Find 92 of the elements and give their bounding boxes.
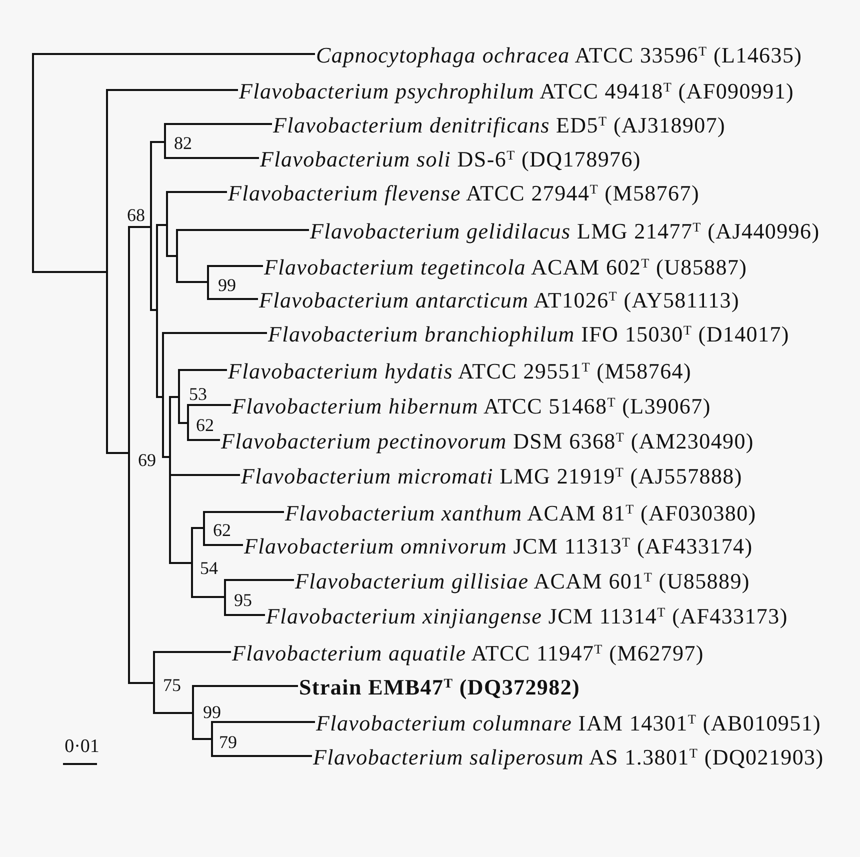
branch-line [108, 89, 238, 91]
taxon-label: Flavobacterium gillisiae ACAM 601$^{T}$ (U85889) [295, 570, 750, 592]
bootstrap-value: 99 [218, 277, 236, 293]
taxon-label: Flavobacterium pectinovorum DSM 6368$^{T}$ (AM230490) [221, 430, 754, 452]
branch-line [166, 123, 272, 125]
taxon-label: Flavobacterium xanthum ACAM 81$^{T}$ (AF030380) [285, 502, 756, 524]
bootstrap-value: 79 [219, 734, 237, 750]
branch-line [180, 369, 227, 371]
branch-line [180, 422, 187, 424]
vertical-branch-line [166, 191, 168, 257]
branch-line [226, 614, 265, 616]
vertical-branch-line [150, 141, 152, 311]
bootstrap-value: 54 [200, 560, 218, 576]
branch-line [205, 544, 243, 546]
taxon-label: Flavobacterium hydatis ATCC 29551$^{T}$ (M58764) [228, 360, 692, 382]
vertical-branch-line [156, 224, 158, 398]
branch-line [213, 755, 312, 757]
vertical-branch-line [153, 651, 155, 714]
branch-line [193, 596, 224, 598]
branch-line [189, 404, 231, 406]
bootstrap-value: 62 [196, 417, 214, 433]
branch-line [108, 452, 128, 454]
taxon-label: Flavobacterium denitrificans ED5$^{T}$ (AJ318907) [273, 114, 726, 136]
taxon-label: Capnocytophaga ochracea ATCC 33596$^{T}$ (L14635) [316, 44, 802, 66]
branch-line [152, 309, 156, 311]
branch-line [194, 685, 298, 687]
taxon-label: Flavobacterium xinjiangense JCM 11314$^{T}$ (AF433173) [266, 604, 788, 628]
taxon-label: Flavobacterium gelidilacus LMG 21477$^{T}$ (AJ440996) [310, 220, 820, 242]
branch-line [34, 271, 106, 273]
branch-line [130, 682, 153, 684]
vertical-branch-line [128, 226, 130, 684]
branch-line [194, 738, 211, 740]
vertical-branch-line [192, 685, 194, 740]
branch-line [171, 396, 178, 398]
taxon-label: Flavobacterium columnare IAM 14301$^{T}$ (AB010951) [316, 712, 822, 734]
bootstrap-value: 82 [174, 135, 192, 151]
vertical-branch-line [164, 123, 166, 159]
vertical-branch-line [211, 721, 213, 757]
vertical-branch-line [162, 332, 164, 458]
branch-line [166, 157, 259, 159]
vertical-branch-line [32, 53, 34, 273]
branch-line [155, 712, 192, 714]
vertical-branch-line [203, 511, 205, 546]
branch-line [209, 265, 263, 267]
bootstrap-value: 75 [163, 677, 181, 693]
bootstrap-value: 69 [138, 452, 156, 468]
branch-line [178, 281, 207, 283]
branch-line [155, 651, 231, 653]
vertical-branch-line [224, 579, 226, 616]
branch-line [164, 332, 267, 334]
bootstrap-value: 95 [234, 592, 252, 608]
branch-line [213, 721, 315, 723]
taxon-label: Flavobacterium flevense ATCC 27944$^{T}$ (M58767) [228, 182, 700, 204]
taxon-label: Flavobacterium psychrophilum ATCC 49418$^{T}$ (AF090991) [239, 80, 794, 102]
bootstrap-value: 62 [213, 522, 231, 538]
branch-line [158, 396, 162, 398]
branch-line [158, 224, 166, 226]
vertical-branch-line [191, 527, 193, 598]
branch-line [34, 53, 315, 55]
branch-line [171, 562, 191, 564]
bootstrap-value: 68 [127, 207, 145, 223]
taxon-label: Flavobacterium saliperosum AS 1.3801$^{T}$ (DQ021903) [313, 746, 824, 768]
branch-line [205, 511, 284, 513]
taxon-label: Flavobacterium omnivorum JCM 11313$^{T}$ (AF433174) [244, 534, 753, 558]
branch-line [164, 456, 169, 458]
branch-line [226, 579, 294, 581]
branch-line [189, 439, 220, 441]
branch-line [171, 474, 240, 476]
vertical-branch-line [187, 404, 189, 441]
bootstrap-value: 99 [203, 704, 221, 720]
branch-line [209, 298, 258, 300]
scale-label: 0·01 [64, 738, 100, 756]
vertical-branch-line [169, 396, 171, 564]
vertical-branch-line [106, 89, 108, 454]
branch-line [130, 226, 150, 228]
taxon-label: Flavobacterium micromati LMG 21919$^{T}$ (AJ557888) [241, 464, 742, 488]
taxon-label: Strain EMB47$^{T}$ (DQ372982) [299, 676, 580, 698]
branch-line [193, 527, 203, 529]
branch-line [168, 255, 176, 257]
branch-line [168, 191, 227, 193]
taxon-label: Flavobacterium branchiophilum IFO 15030$^{T}$ (D14017) [268, 322, 790, 346]
branch-line [152, 141, 164, 143]
vertical-branch-line [178, 369, 180, 424]
taxon-label: Flavobacterium aquatile ATCC 11947$^{T}$ (M62797) [232, 642, 704, 664]
taxon-label: Flavobacterium tegetincola ACAM 602$^{T}$ (U85887) [264, 256, 748, 278]
bootstrap-value: 53 [189, 386, 207, 402]
taxon-label: Flavobacterium antarcticum AT1026$^{T}$ (AY581113) [259, 288, 740, 312]
taxon-label: Flavobacterium soli DS-6$^{T}$ (DQ178976) [260, 148, 641, 170]
vertical-branch-line [176, 229, 178, 283]
taxon-label: Flavobacterium hibernum ATCC 51468$^{T}$ (L39067) [232, 394, 711, 418]
branch-line [178, 229, 309, 231]
vertical-branch-line [207, 265, 209, 300]
